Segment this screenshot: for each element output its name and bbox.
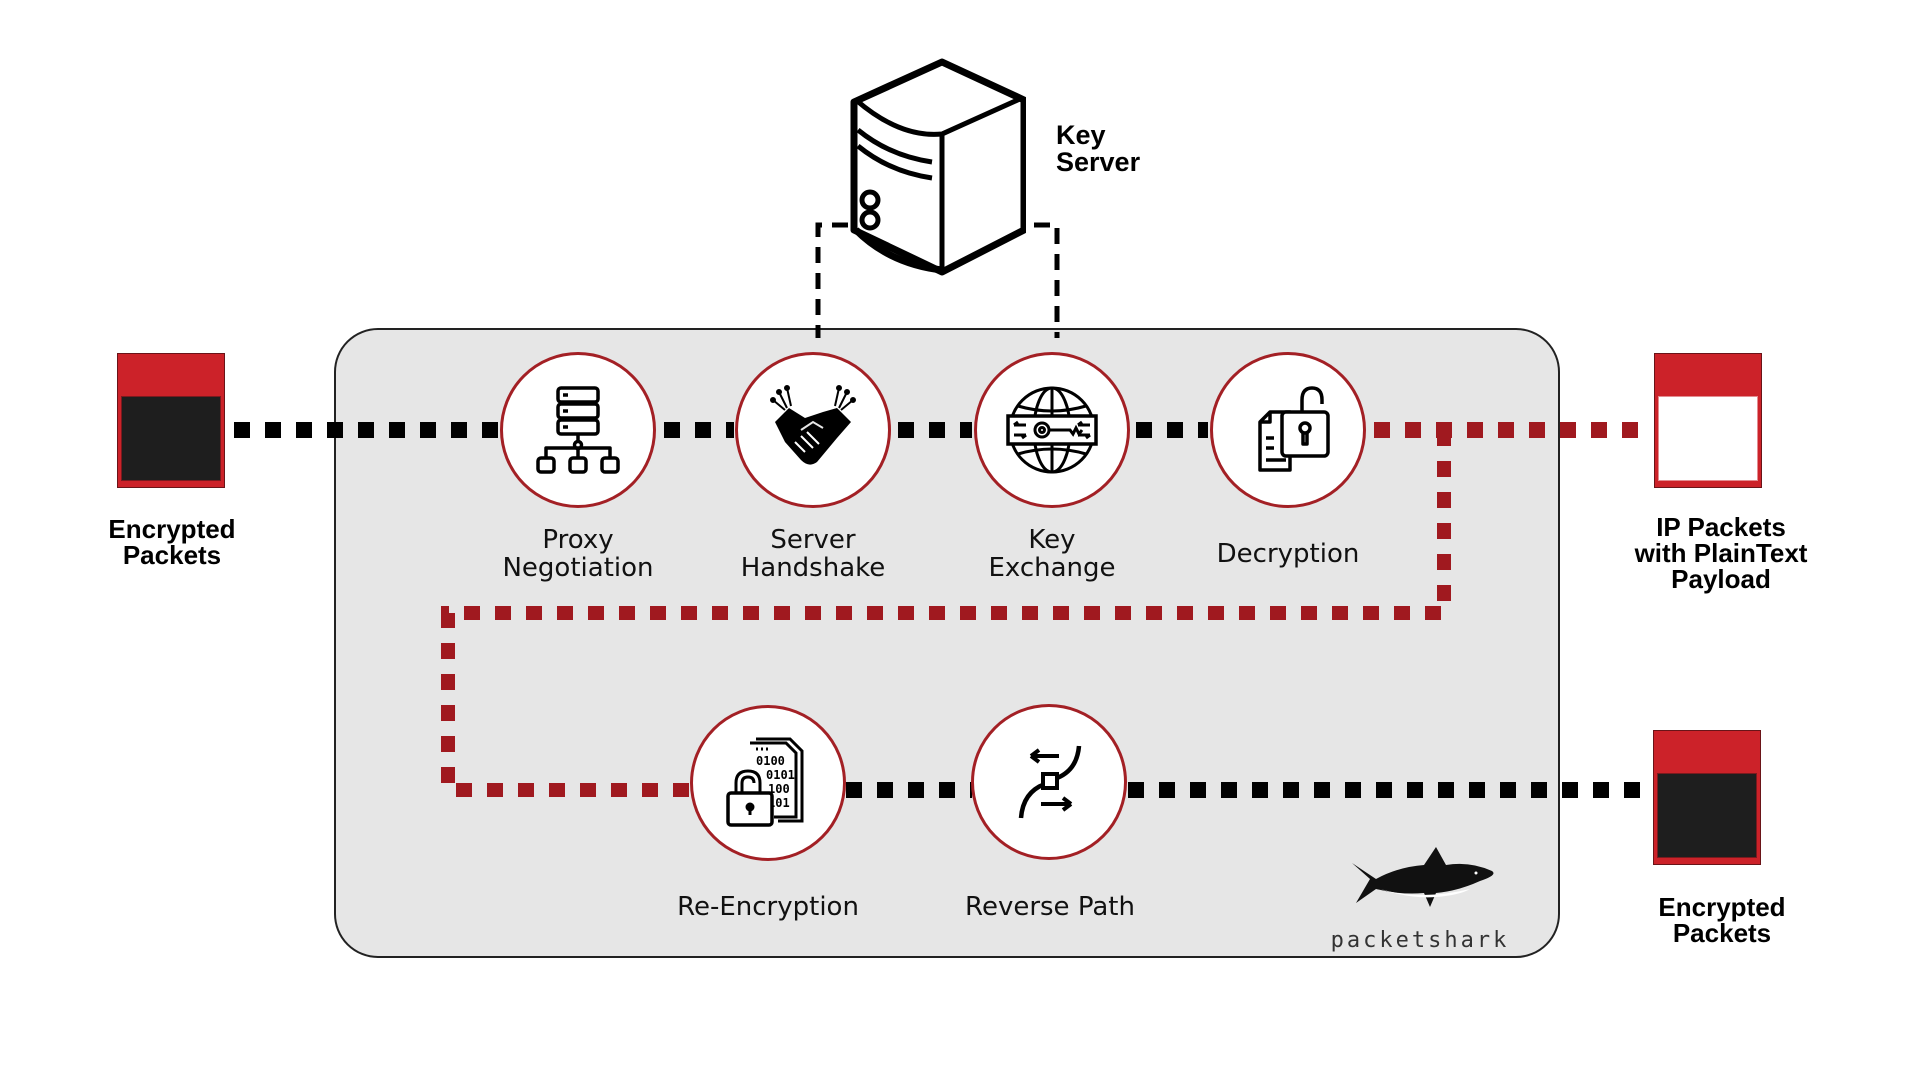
packet-plaintext-label: IP Packets with PlainText Payload [1601, 514, 1841, 592]
brand-logo [1350, 845, 1500, 915]
packet-output-plaintext [1654, 353, 1762, 488]
stage-proxy-negotiation-label: Proxy Negotiation [458, 526, 698, 582]
stage-key-exchange-label: Key Exchange [932, 526, 1172, 582]
server-network-icon [536, 386, 620, 474]
stage-proxy-negotiation [500, 352, 656, 508]
svg-text:100: 100 [768, 782, 790, 796]
reverse-path-icon [1018, 745, 1082, 819]
stage-reverse-path [971, 704, 1127, 860]
flow-line-plaintext-return [441, 430, 1451, 797]
brand-name: packetshark [1330, 928, 1510, 953]
stage-reverse-path-label-line1: Reverse Path [965, 892, 1135, 922]
packet-input-encrypted [117, 353, 225, 488]
stage-server-handshake-label: Server Handshake [693, 526, 933, 582]
stage-decryption-label-line1: Decryption [1216, 539, 1360, 569]
packet-output-encrypted-label-line1: Encrypted [1658, 892, 1786, 922]
packet-plaintext-label-line3: Payload [1671, 564, 1771, 594]
stage-key-exchange-label-line2: Exchange [988, 553, 1116, 583]
stage-server-handshake-label-line2: Handshake [740, 553, 886, 583]
stage-re-encryption-label-line1: Re-Encryption [677, 892, 859, 922]
packet-input-label-line1: Encrypted [108, 514, 236, 544]
stage-proxy-negotiation-label-line1: Proxy [542, 525, 614, 555]
svg-text:0101: 0101 [766, 768, 795, 782]
key-server-label: Key Server [1056, 122, 1166, 176]
stage-proxy-negotiation-label-line2: Negotiation [502, 553, 654, 583]
key-server-label-line2: Server [1056, 147, 1141, 177]
stage-key-exchange-label-line1: Key [1028, 525, 1076, 555]
stage-server-handshake [735, 352, 891, 508]
stage-key-exchange [974, 352, 1130, 508]
stage-server-handshake-label-line1: Server [770, 525, 856, 555]
packet-output-encrypted-label-line2: Packets [1672, 918, 1772, 948]
packet-plaintext-label-line1: IP Packets [1656, 512, 1786, 542]
packet-input-label: Encrypted Packets [52, 516, 292, 568]
shark-icon [1352, 847, 1494, 907]
packet-output-encrypted [1653, 730, 1761, 865]
packet-output-encrypted-label: Encrypted Packets [1602, 894, 1842, 946]
key-server-link-exchange [1034, 222, 1060, 338]
stage-decryption-label: Decryption [1168, 540, 1408, 568]
handshake-icon [770, 385, 856, 465]
key-server [850, 58, 1028, 288]
key-server-label-line1: Key [1056, 120, 1106, 150]
stage-reverse-path-label: Reverse Path [930, 893, 1170, 921]
packet-input-label-line2: Packets [122, 540, 222, 570]
stage-re-encryption-label: Re-Encryption [648, 893, 888, 921]
key-server-link-handshake [815, 222, 848, 338]
globe-key-icon [1006, 386, 1098, 474]
packet-plaintext-label-line2: with PlainText [1634, 538, 1808, 568]
svg-text:0100: 0100 [756, 754, 785, 768]
document-unlock-icon [1258, 386, 1330, 472]
server-tower-icon [850, 58, 1028, 276]
stage-decryption [1210, 352, 1366, 508]
